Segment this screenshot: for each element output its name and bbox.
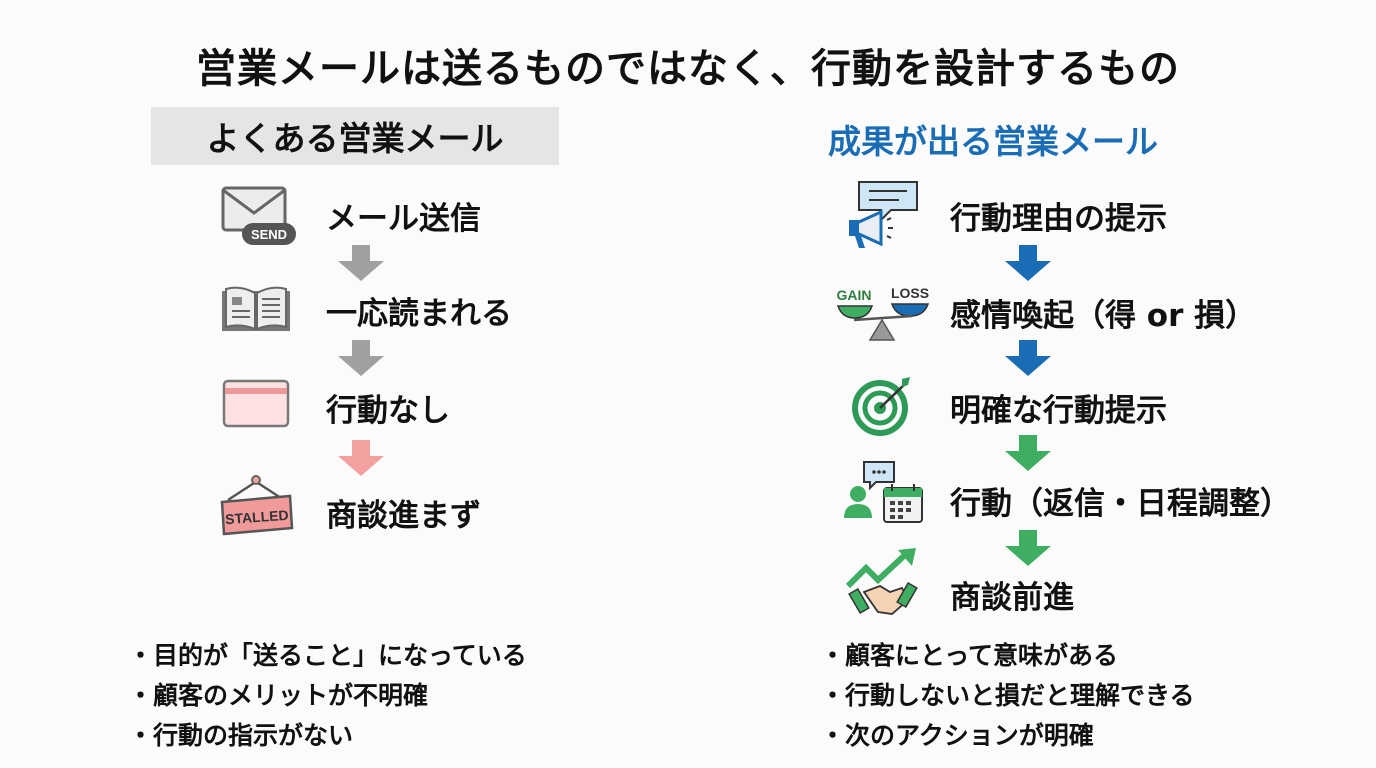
step-label: メール送信 — [326, 201, 481, 237]
gain-label: GAIN — [837, 287, 872, 303]
balance-scale-icon: GAIN LOSS — [837, 285, 929, 341]
stalled-sign-icon: STALLED — [220, 475, 294, 536]
arrow-down-icon — [338, 245, 384, 281]
stalled-badge: STALLED — [225, 507, 289, 527]
step-label: 商談前進 — [950, 580, 1074, 616]
step-label: 行動なし — [326, 393, 450, 429]
left-heading: よくある営業メール — [151, 107, 559, 165]
step-label: 行動（返信・日程調整） — [950, 486, 1291, 522]
left-bullet: ・顧客のメリットが不明確 — [128, 681, 429, 710]
send-badge: SEND — [251, 227, 287, 242]
left-bullet: ・行動の指示がない — [128, 721, 354, 750]
step-label: 行動理由の提示 — [950, 201, 1167, 237]
handshake-growth-icon — [845, 548, 918, 615]
right-bullet: ・次のアクションが明確 — [820, 721, 1094, 750]
right-heading: 成果が出る営業メール — [828, 122, 1158, 161]
email-send-icon: SEND — [221, 186, 296, 245]
empty-window-icon — [222, 379, 290, 428]
person-calendar-icon — [844, 461, 923, 523]
arrow-down-icon — [1005, 245, 1051, 281]
loss-label: LOSS — [891, 285, 929, 301]
arrow-down-icon — [338, 440, 384, 476]
megaphone-icon — [849, 181, 918, 248]
arrow-down-icon — [1005, 340, 1051, 376]
step-label: 明確な行動提示 — [950, 393, 1167, 429]
arrow-down-icon — [1005, 530, 1051, 566]
right-bullet: ・行動しないと損だと理解できる — [820, 681, 1195, 710]
step-label: 商談進まず — [326, 498, 481, 534]
left-bullet: ・目的が「送ること」になっている — [128, 641, 527, 670]
right-bullet: ・顧客にとって意味がある — [820, 641, 1119, 670]
arrow-down-icon — [338, 340, 384, 376]
target-icon — [852, 377, 910, 436]
arrow-down-icon — [1005, 435, 1051, 471]
step-label: 感情喚起（得 or 損） — [950, 298, 1257, 334]
page-title: 営業メールは送るものではなく、行動を設計するもの — [196, 46, 1180, 92]
open-book-icon — [222, 286, 290, 331]
step-label: 一応読まれる — [326, 296, 512, 332]
